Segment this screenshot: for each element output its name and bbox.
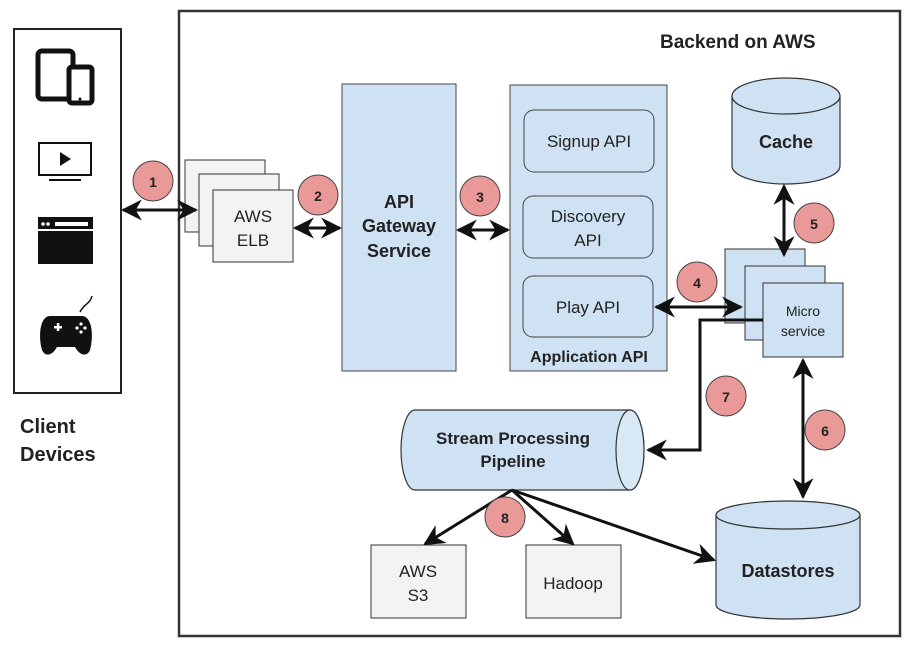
svg-text:7: 7 xyxy=(722,389,730,405)
step-badge-1: 1 xyxy=(132,160,174,202)
svg-text:5: 5 xyxy=(810,216,818,232)
step-badge-6: 6 xyxy=(804,409,846,451)
datastores-node[interactable]: Datastores xyxy=(715,500,861,620)
svg-text:2: 2 xyxy=(314,188,322,204)
step-badge-3: 3 xyxy=(459,175,501,217)
microservice-node[interactable]: Micro service xyxy=(724,248,844,358)
client-devices-panel xyxy=(13,28,122,394)
discovery-api-label-2: API xyxy=(574,231,601,250)
application-api-node[interactable]: Signup API Discovery API Play API Applic… xyxy=(509,84,668,372)
s3-label-2: S3 xyxy=(408,586,429,605)
elb-label: AWS xyxy=(234,207,272,226)
arrow-8-datastores xyxy=(511,488,716,564)
cache-node[interactable]: Cache xyxy=(731,77,841,185)
step-badge-8: 8 xyxy=(484,496,526,538)
svg-text:1: 1 xyxy=(149,174,157,190)
stream-processing-node[interactable]: Stream Processing Pipeline xyxy=(400,409,645,491)
backend-frame xyxy=(177,9,902,638)
stream-label: Stream Processing xyxy=(436,429,590,448)
signup-api-box[interactable] xyxy=(523,109,655,173)
arrow-7 xyxy=(645,318,763,461)
signup-api-label: Signup API xyxy=(547,132,631,151)
hadoop-label: Hadoop xyxy=(543,574,603,593)
svg-text:3: 3 xyxy=(476,189,484,205)
client-devices-label: Client xyxy=(20,416,76,438)
step-badge-2: 2 xyxy=(297,174,339,216)
svg-text:4: 4 xyxy=(693,275,701,291)
elb-label-2: ELB xyxy=(237,231,269,250)
backend-title: Backend on AWS xyxy=(660,32,816,53)
arrow-8-hadoop xyxy=(511,488,575,546)
step-badges: 1 2 3 4 5 6 7 8 xyxy=(132,160,846,538)
gateway-label-2: Gateway xyxy=(362,216,436,236)
discovery-api-box[interactable] xyxy=(522,195,654,259)
browser-window-icon xyxy=(38,217,93,264)
svg-text:6: 6 xyxy=(821,423,829,439)
microservice-label: Micro xyxy=(786,303,820,319)
client-devices-label-2: Devices xyxy=(20,444,96,466)
step-badge-4: 4 xyxy=(676,261,718,303)
step-badge-7: 7 xyxy=(705,375,747,417)
s3-label: AWS xyxy=(399,562,437,581)
tablet-phone-icon xyxy=(35,48,95,106)
microservice-label-2: service xyxy=(781,323,826,339)
svg-text:8: 8 xyxy=(501,510,509,526)
aws-elb-node[interactable]: AWS ELB xyxy=(184,159,294,263)
game-controller-icon xyxy=(40,295,93,355)
application-api-title: Application API xyxy=(530,349,648,366)
discovery-api-label: Discovery xyxy=(551,207,626,226)
cache-label: Cache xyxy=(759,132,813,152)
aws-s3-node[interactable]: AWS S3 xyxy=(370,544,467,619)
gateway-label-3: Service xyxy=(367,241,431,261)
gateway-label: API xyxy=(384,192,414,212)
hadoop-node[interactable]: Hadoop xyxy=(525,544,622,619)
play-api-box[interactable] xyxy=(522,275,654,338)
play-api-label: Play API xyxy=(556,298,620,317)
api-gateway-node[interactable]: API Gateway Service xyxy=(341,83,457,372)
datastores-label: Datastores xyxy=(741,561,834,581)
stream-label-2: Pipeline xyxy=(480,452,545,471)
step-badge-5: 5 xyxy=(793,202,835,244)
tv-play-icon xyxy=(38,142,92,181)
